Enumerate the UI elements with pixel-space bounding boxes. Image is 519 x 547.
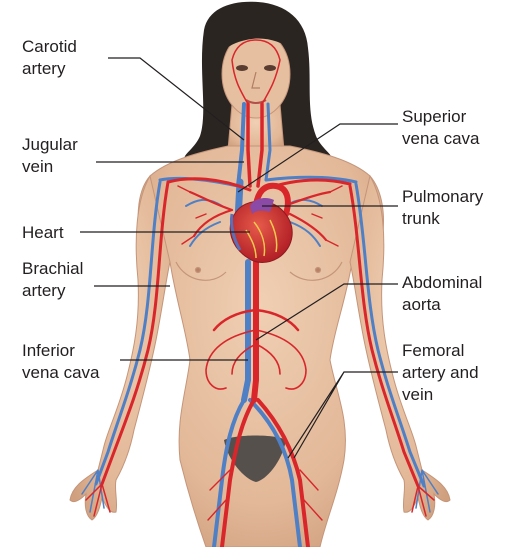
label-brachial-artery: Brachial artery bbox=[22, 258, 83, 302]
label-heart: Heart bbox=[22, 222, 64, 244]
label-inferior-vena-cava: Inferior vena cava bbox=[22, 340, 100, 384]
label-jugular-vein: Jugular vein bbox=[22, 134, 78, 178]
carotid-artery-left bbox=[248, 104, 250, 186]
label-carotid-artery: Carotid artery bbox=[22, 36, 77, 80]
right-eye bbox=[264, 65, 276, 71]
label-superior-vena-cava: Superior vena cava bbox=[402, 106, 480, 150]
head bbox=[222, 22, 292, 118]
left-eye bbox=[236, 65, 248, 71]
label-pulmonary-trunk: Pulmonary trunk bbox=[402, 186, 483, 230]
label-abdominal-aorta: Abdominal aorta bbox=[402, 272, 482, 316]
label-femoral-artery-and-vein: Femoral artery and vein bbox=[402, 340, 479, 406]
